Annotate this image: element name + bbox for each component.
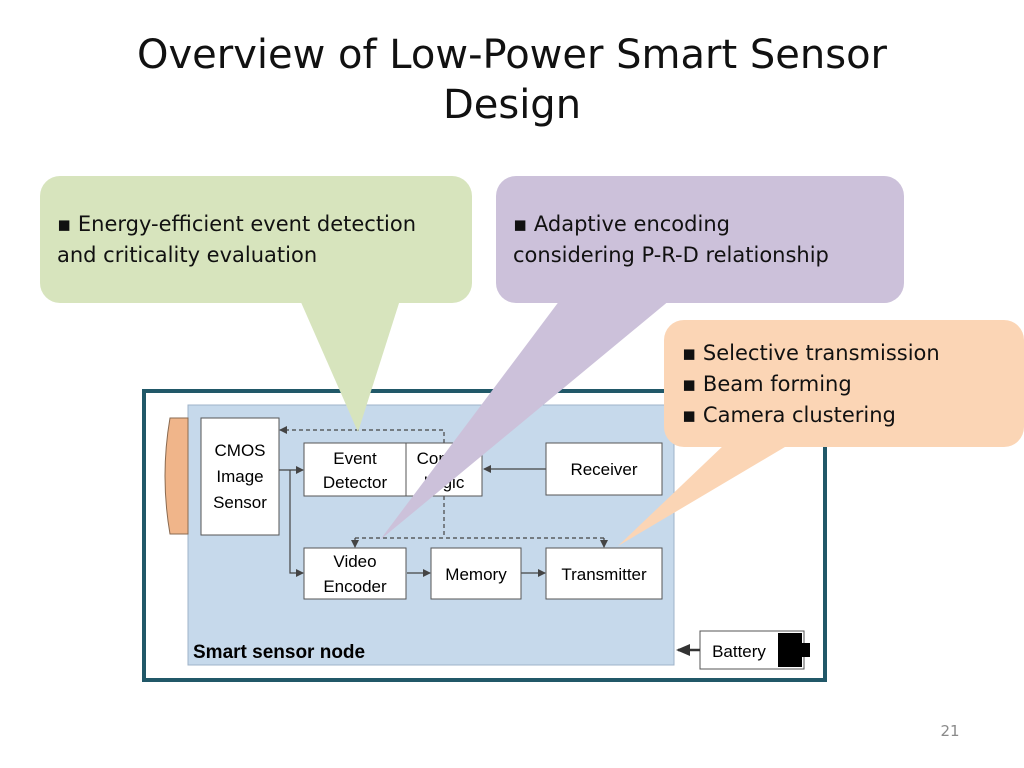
svg-text:Receiver: Receiver (570, 460, 637, 479)
callout-transmission-line-3: ▪ Camera clustering (682, 403, 896, 427)
transmitter-block: Transmitter (545, 547, 663, 600)
svg-text:Memory: Memory (445, 565, 507, 584)
callout-detection-shape (40, 176, 472, 432)
node-title: Smart sensor node (193, 642, 365, 663)
svg-text:Battery: Battery (712, 642, 766, 661)
slide-title-line-1: Overview of Low-Power Smart Sensor (137, 32, 887, 78)
svg-text:Transmitter: Transmitter (561, 565, 647, 584)
callout-detection: ▪ Energy-efficient event detection and c… (57, 209, 416, 271)
svg-text:Video: Video (333, 552, 376, 571)
battery-icon (778, 633, 802, 667)
svg-text:Sensor: Sensor (213, 493, 267, 512)
callout-encoding-line-2: considering P-R-D relationship (513, 243, 829, 267)
callout-transmission: ▪ Selective transmission ▪ Beam forming … (682, 338, 940, 431)
svg-text:Detector: Detector (323, 473, 388, 492)
battery-block: Battery (699, 630, 810, 670)
callout-transmission-shape (618, 320, 1024, 546)
callout-transmission-line-2: ▪ Beam forming (682, 372, 852, 396)
memory-block: Memory (430, 547, 522, 600)
cmos-image-sensor: CMOS Image Sensor (200, 417, 280, 536)
page-number: 21 (940, 722, 960, 740)
control-lines (279, 426, 608, 548)
receiver-block: Receiver (545, 442, 663, 496)
lens-icon (164, 417, 189, 535)
svg-text:Encoder: Encoder (323, 577, 387, 596)
callout-detection-line-1: ▪ Energy-efficient event detection (57, 212, 417, 236)
callout-detection-line-2: and criticality evaluation (57, 243, 318, 267)
callout-transmission-line-1: ▪ Selective transmission (682, 341, 940, 365)
svg-text:CMOS: CMOS (215, 441, 266, 460)
slide-title-line-2: Design (442, 82, 582, 128)
slide-title: Overview of Low-Power Smart Sensor Desig… (0, 30, 1024, 130)
callout-encoding-shape (380, 176, 904, 540)
svg-text:Event: Event (333, 449, 377, 468)
callout-encoding: ▪ Adaptive encoding considering P-R-D re… (513, 209, 829, 271)
connectors (279, 465, 546, 577)
event-detector-block: Event Detector (303, 442, 407, 497)
video-encoder-block: Video Encoder (303, 547, 407, 600)
svg-text:Image: Image (216, 467, 263, 486)
callout-encoding-line-1: ▪ Adaptive encoding (513, 212, 730, 236)
